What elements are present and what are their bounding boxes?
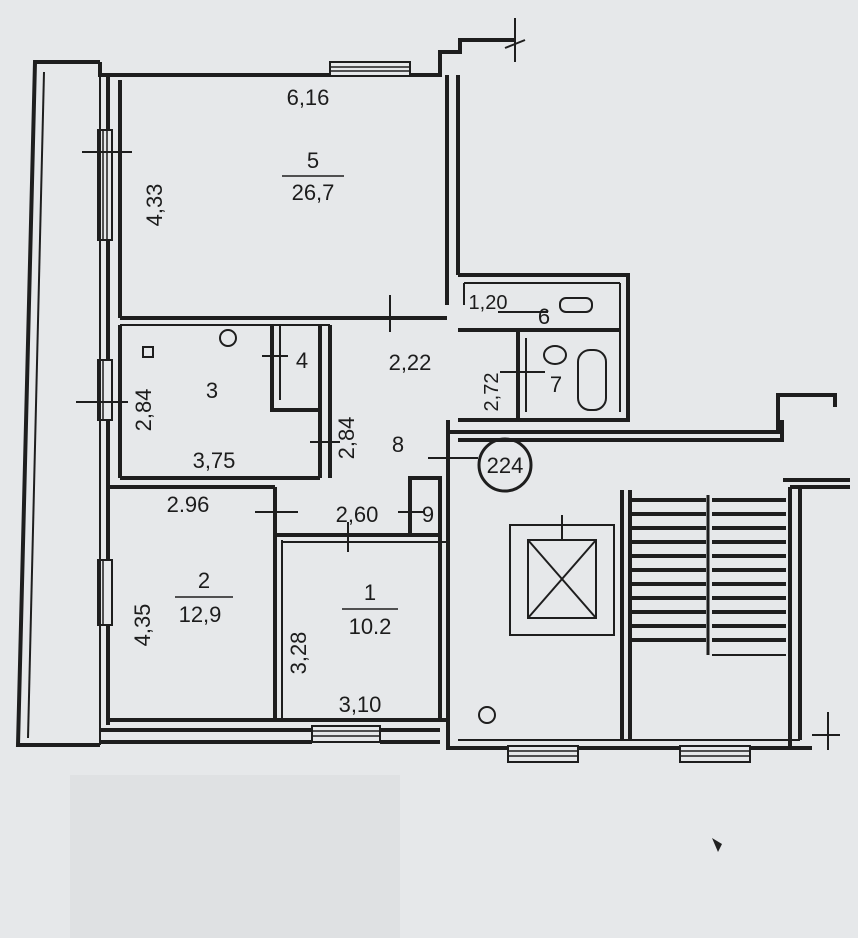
- room-3-width: 3,75: [193, 448, 236, 473]
- apartment-number: 224: [487, 453, 524, 478]
- room-5-depth: 4,33: [142, 184, 167, 227]
- room-7-number: 7: [550, 372, 562, 397]
- room-2-area: 12,9: [179, 602, 222, 627]
- gas-stove-icon: [219, 329, 237, 347]
- room-3-depth: 2,84: [131, 389, 156, 432]
- room-2-depth: 4,35: [130, 604, 155, 647]
- room-8-length: 2,60: [336, 502, 379, 527]
- room-8-width: 2,22: [389, 350, 432, 375]
- room-1-depth: 3,28: [286, 632, 311, 675]
- toilet-icon: [543, 345, 567, 365]
- dimension-ticks: [76, 151, 548, 552]
- room-5-number: 5: [307, 148, 319, 173]
- fixtures: [142, 297, 722, 852]
- room-4-number: 4: [296, 348, 308, 373]
- room-5-area: 26,7: [292, 180, 335, 205]
- staircase: [632, 495, 786, 656]
- kitchen-sink-icon: [142, 346, 154, 358]
- room-3-number: 3: [206, 378, 218, 403]
- windows: [97, 61, 751, 763]
- outer-walls: [98, 18, 526, 745]
- room-6-width: 1,20: [469, 292, 508, 314]
- balcony: [15, 60, 100, 747]
- room-1-number: 1: [364, 580, 376, 605]
- garbage-chute-icon: [478, 706, 496, 724]
- room-2-width: 2.96: [167, 492, 210, 517]
- faint-stamp-area: [70, 775, 400, 938]
- north-arrow-icon: [712, 838, 722, 852]
- room-1-width: 3,10: [339, 692, 382, 717]
- room-7-depth: 2,72: [481, 373, 503, 412]
- room-8-number: 8: [392, 432, 404, 457]
- sink-icon: [559, 297, 593, 313]
- corridor-width: 2,84: [334, 417, 359, 460]
- apartment-number-badge: [477, 437, 533, 493]
- room-5-width: 6,16: [287, 85, 330, 110]
- room-1-area: 10.2: [349, 614, 392, 639]
- room-2-number: 2: [198, 568, 210, 593]
- bathtub-icon: [577, 349, 607, 411]
- room-6-number: 6: [538, 304, 550, 329]
- room-9-number: 9: [422, 502, 434, 527]
